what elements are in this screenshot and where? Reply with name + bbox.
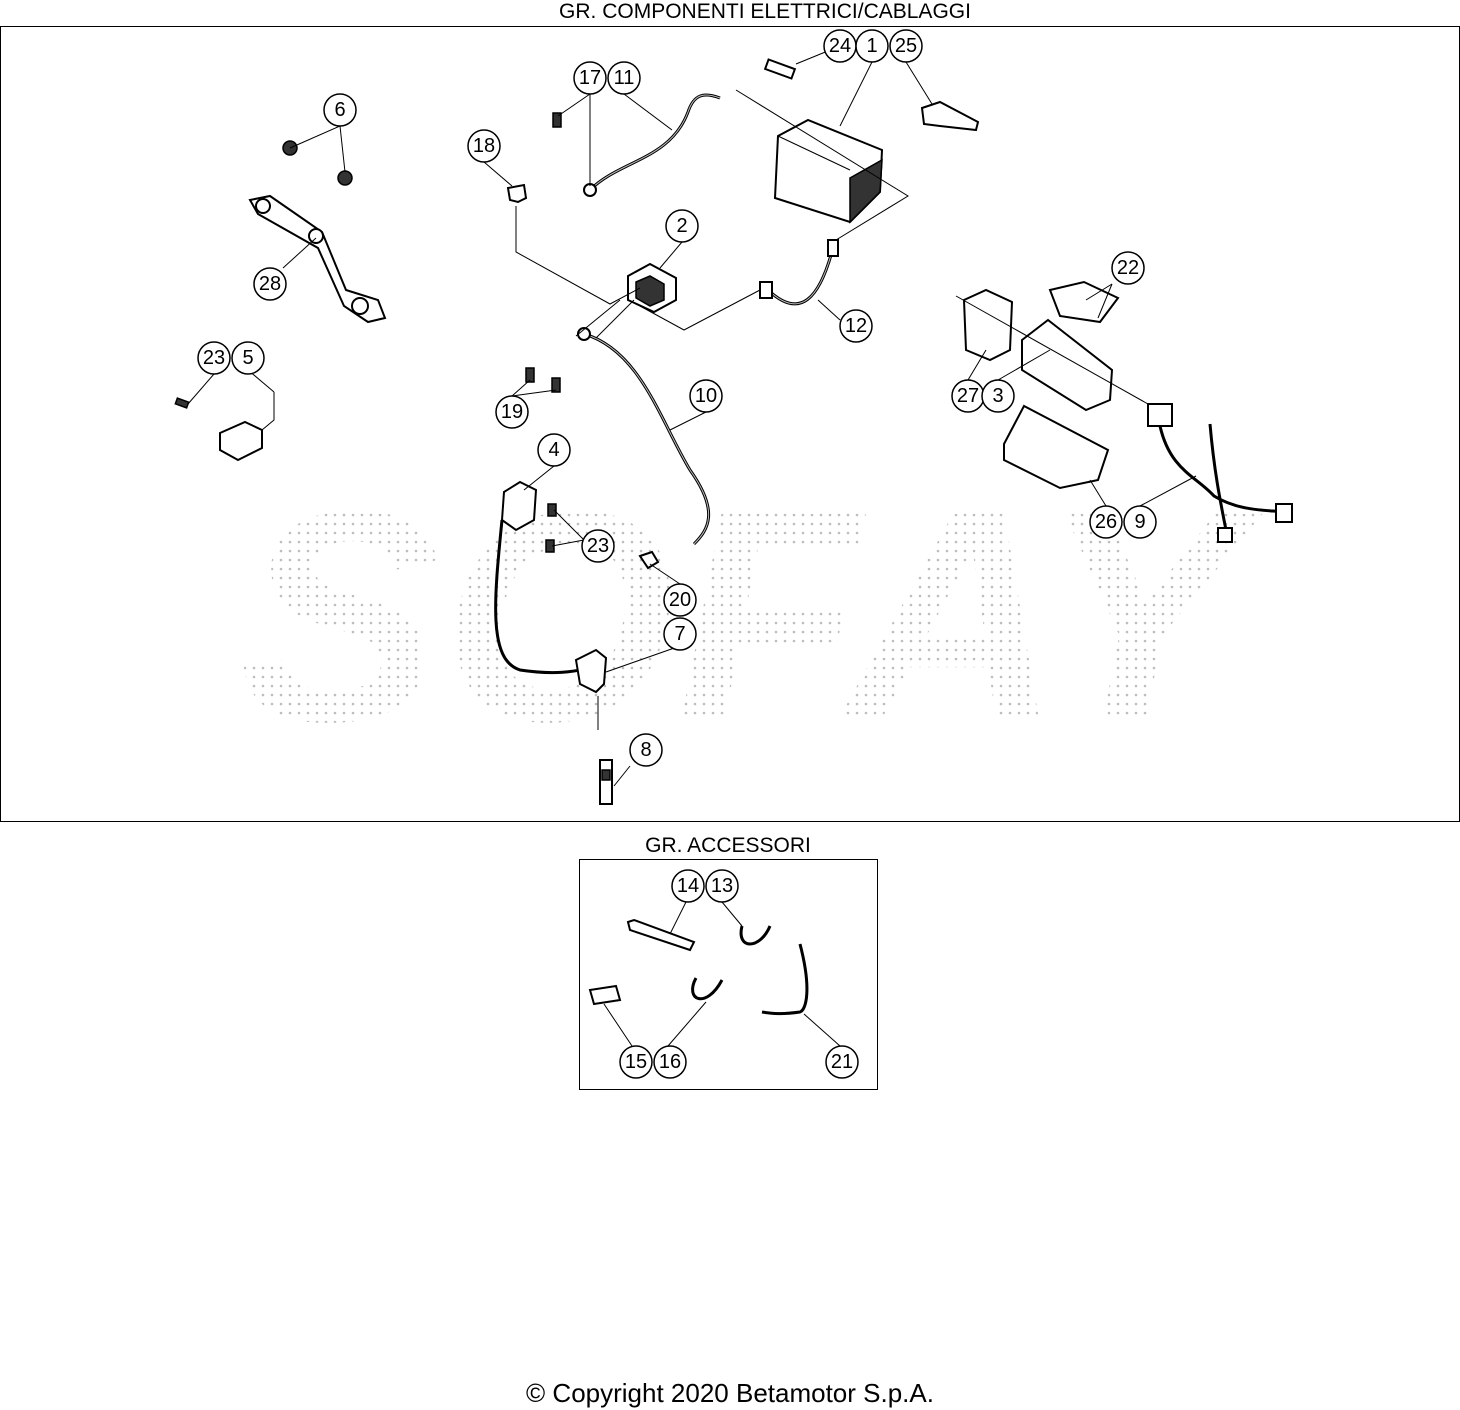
callout-1: 1 [855,29,889,63]
part-bracket-21 [761,943,809,1015]
callout-23-coil: 23 [581,529,615,563]
callout-10: 10 [689,379,723,413]
part-regulator-2 [627,262,677,314]
accessories-group-title: GR. ACCESSORI [645,834,811,857]
callout-6: 6 [323,93,357,127]
svg-text:10: 10 [695,385,717,407]
callout-leaders [187,45,1197,1047]
callout-8: 8 [629,733,663,767]
watermark-text: SOFAY [240,448,1265,784]
callout-4: 4 [537,433,571,467]
callout-16: 16 [653,1045,687,1079]
part-tie-16 [691,977,724,1001]
part-clip-15 [588,984,622,1006]
part-nut-20 [638,550,660,570]
part-spark-plug-8 [597,696,613,805]
callout-24: 24 [823,29,857,63]
svg-text:21: 21 [831,1051,853,1073]
callout-5: 5 [231,341,265,375]
part-cable-11 [552,93,721,197]
svg-text:23: 23 [203,347,225,369]
svg-text:9: 9 [1134,511,1145,533]
svg-text:24: 24 [829,35,851,57]
callout-23-relay: 23 [197,341,231,375]
part-strap-14 [626,918,696,952]
callout-15: 15 [619,1045,653,1079]
callout-14: 14 [671,869,705,903]
part-battery-1 [773,118,884,224]
svg-text:23: 23 [587,535,609,557]
part-sleeve-22 [1048,280,1120,324]
callout-19: 19 [495,395,529,429]
dashed-leaders [515,89,1149,405]
svg-text:28: 28 [259,273,281,295]
part-holder-26 [1003,404,1110,490]
svg-text:7: 7 [674,623,685,645]
svg-text:13: 13 [711,875,733,897]
svg-text:2: 2 [676,215,687,237]
part-spark-cap-7 [574,648,608,694]
callout-13: 13 [705,869,739,903]
accessories-group-frame [579,859,878,1090]
svg-text:17: 17 [579,67,601,89]
callout-12: 12 [839,309,873,343]
callout-18: 18 [467,129,501,163]
svg-text:15: 15 [625,1051,647,1073]
callout-11: 11 [607,61,641,95]
svg-text:18: 18 [473,135,495,157]
callout-21: 21 [825,1045,859,1079]
svg-text:25: 25 [895,35,917,57]
svg-text:8: 8 [640,739,651,761]
part-screws-6 [282,140,353,186]
callout-9: 9 [1123,505,1157,539]
electrical-group-title: GR. COMPONENTI ELETTRICI/CABLAGGI [559,0,971,23]
part-cable-12 [759,239,839,306]
part-cover-27 [962,288,1014,362]
svg-text:14: 14 [677,875,699,897]
svg-text:16: 16 [659,1051,681,1073]
callout-22: 22 [1111,251,1145,285]
callouts: 24 1 25 17 11 6 18 2 28 12 22 23 5 27 3 … [197,29,1157,1079]
svg-text:27: 27 [957,385,979,407]
svg-text:5: 5 [242,347,253,369]
svg-text:20: 20 [669,589,691,611]
part-terminal-cover-25 [920,100,980,132]
callout-27: 27 [951,379,985,413]
svg-text:19: 19 [501,401,523,423]
svg-text:12: 12 [845,315,867,337]
part-screws-19 [525,367,561,393]
callout-28: 28 [253,267,287,301]
svg-text:6: 6 [334,99,345,121]
svg-text:22: 22 [1117,257,1139,279]
svg-text:3: 3 [992,385,1003,407]
part-ecu-3 [1021,318,1114,412]
svg-text:1: 1 [866,35,877,57]
part-harness-9 [1147,403,1293,543]
callout-17: 17 [573,61,607,95]
callout-2: 2 [665,209,699,243]
part-ignition-coil-4 [494,480,591,675]
svg-text:4: 4 [548,439,559,461]
part-bracket-28 [248,194,387,324]
part-fuse-24 [763,58,797,80]
svg-text:26: 26 [1095,511,1117,533]
part-clip-18 [506,183,528,204]
svg-text:11: 11 [614,67,635,89]
callout-26: 26 [1089,505,1123,539]
copyright-notice: © Copyright 2020 Betamotor S.p.A. [526,1378,934,1408]
callout-3: 3 [981,379,1015,413]
callout-20: 20 [663,583,697,617]
watermark: SOFAY [240,448,1265,784]
part-relay-5 [174,397,263,462]
part-tie-13 [739,925,772,946]
callout-7: 7 [663,617,697,651]
callout-25: 25 [889,29,923,63]
